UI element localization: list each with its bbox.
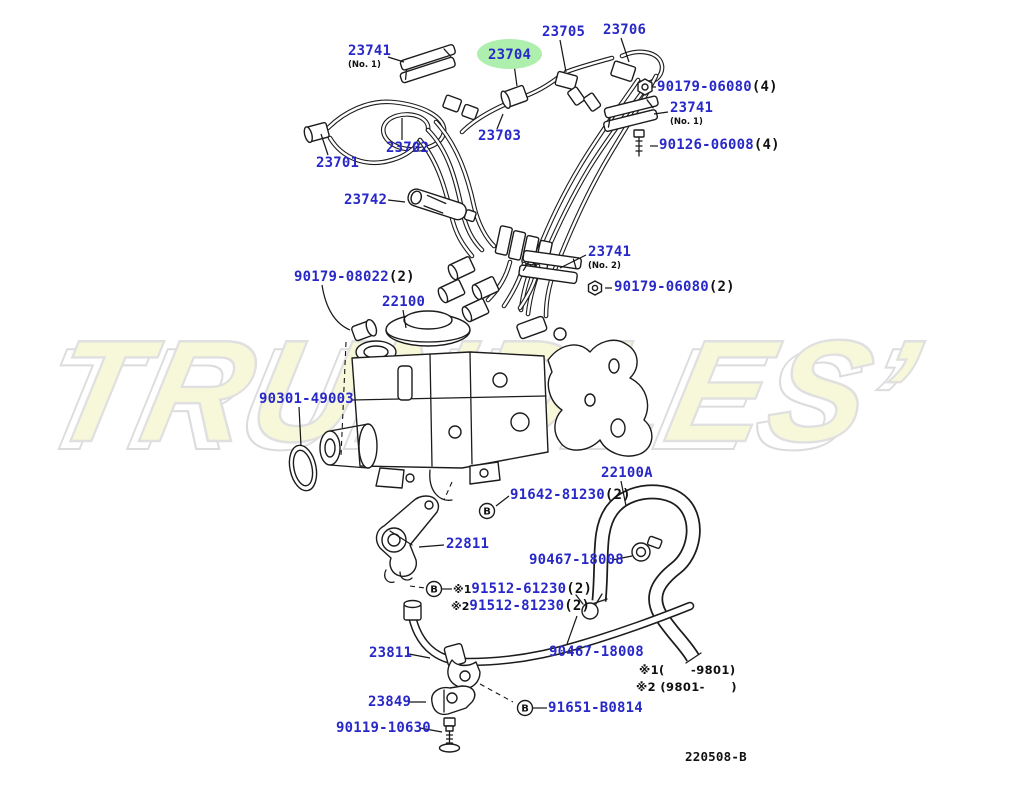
bolt-90119-10630	[438, 717, 461, 753]
part-qty: (4)	[753, 137, 780, 153]
part-number: 90467-18008	[529, 552, 624, 568]
part-label-23704-highlighted[interactable]: 23704	[477, 39, 543, 69]
part-note: (No. 1)	[670, 117, 703, 127]
pipe-damper-23742	[407, 188, 477, 223]
part-note: (No. 1)	[348, 60, 381, 70]
part-qty: (2)	[564, 598, 591, 614]
part-number: 90179-08022	[294, 269, 389, 285]
bracket-22811	[375, 495, 440, 584]
o-ring-90301-49003	[288, 444, 318, 492]
part-number: 91512-81230	[469, 598, 565, 614]
part-label-91642-81230[interactable]: 91642-81230(2)	[510, 488, 631, 502]
pipe-union-23701	[303, 121, 330, 144]
injection-pipes-left	[303, 94, 497, 259]
bracket-23849	[431, 685, 476, 716]
part-number: 90119-10630	[336, 720, 431, 736]
part-label-90126-06008[interactable]: 90126-06008(4)	[659, 138, 780, 152]
part-number: 23702	[386, 140, 430, 156]
part-label-90179-08022[interactable]: 90179-08022(2)	[294, 270, 415, 284]
part-qty: (2)	[708, 279, 735, 295]
part-label-23702[interactable]: 23702	[386, 141, 429, 155]
part-note: (No. 2)	[588, 261, 621, 271]
part-qty: (4)	[751, 79, 778, 95]
part-number: 22100A	[601, 465, 653, 481]
part-label-22100A[interactable]: 22100A	[601, 466, 653, 480]
grommet-90179-08022	[351, 318, 378, 342]
hose-clamp-90467-upper	[631, 535, 663, 562]
part-number: 23704	[488, 47, 532, 63]
figure-number: 220508-B	[685, 749, 747, 764]
part-number: 23706	[603, 22, 647, 38]
part-label-23705[interactable]: 23705	[542, 25, 585, 39]
part-label-90467-18008-lower[interactable]: 90467-18008	[549, 645, 644, 659]
part-number: 90179-06080	[614, 279, 709, 295]
part-number: 23741	[670, 100, 714, 116]
part-label-23742[interactable]: 23742	[344, 193, 387, 207]
pipe-clamp-23741-right	[603, 95, 659, 132]
part-label-90179-06080-2[interactable]: 90179-06080(2)	[614, 280, 735, 294]
part-label-23703[interactable]: 23703	[478, 129, 521, 143]
part-label-23706[interactable]: 23706	[603, 23, 646, 37]
part-number: 23705	[542, 24, 586, 40]
bolt-marker-letter: B	[483, 507, 491, 518]
bolt-marker-letter: B	[521, 704, 529, 715]
part-label-23701[interactable]: 23701	[316, 156, 359, 170]
watermark-text: TRUNDLES’	[38, 310, 933, 472]
part-label-90301-49003[interactable]: 90301-49003	[259, 392, 354, 406]
nut-90179-06080-top	[637, 78, 653, 96]
part-number: 90301-49003	[259, 391, 354, 407]
part-label-91512-61230[interactable]: ※191512-61230(2)	[453, 582, 592, 596]
nut-90179-06080-mid	[587, 280, 603, 296]
applicability-note-2: ※2 (9801- )	[636, 680, 737, 694]
part-label-91651-B0814[interactable]: 91651-B0814	[548, 701, 643, 715]
part-label-23849[interactable]: 23849	[368, 695, 411, 709]
applicability-note-1: ※1( -9801)	[639, 663, 736, 677]
ref-mark: ※2	[451, 600, 470, 613]
leader-lines	[298, 37, 669, 733]
part-label-23811[interactable]: 23811	[369, 646, 412, 660]
part-number: 23741	[588, 244, 632, 260]
part-number: 91651-B0814	[548, 700, 643, 716]
part-number: 90126-06008	[659, 137, 754, 153]
pipe-union-23706	[610, 60, 637, 82]
part-label-90179-06080-4[interactable]: 90179-06080(4)	[657, 80, 778, 94]
part-label-90119-10630[interactable]: 90119-10630	[336, 721, 431, 735]
bolt-marker-b-2: B	[425, 580, 443, 598]
pipe-union-23704	[500, 84, 529, 110]
part-number: 23741	[348, 43, 392, 59]
part-qty: (2)	[604, 487, 631, 503]
part-number: 90467-18008	[549, 644, 644, 660]
part-number: 22100	[382, 294, 426, 310]
bolt-marker-b-1: B	[478, 502, 496, 520]
part-number: 23703	[478, 128, 522, 144]
part-label-22811[interactable]: 22811	[446, 537, 489, 551]
bolt-marker-b-3: B	[516, 699, 534, 717]
part-label-23741-no1-top[interactable]: 23741 (No. 1)	[348, 44, 391, 70]
ref-mark: ※1	[453, 583, 472, 596]
part-label-23741-no1-right[interactable]: 23741 (No. 1)	[670, 101, 713, 127]
part-number: 23742	[344, 192, 388, 208]
part-number: 91642-81230	[510, 487, 605, 503]
part-number: 23701	[316, 155, 360, 171]
bolt-90126-06008	[633, 129, 645, 157]
part-qty: (2)	[388, 269, 415, 285]
pipe-clamp-23741-top	[399, 44, 456, 84]
part-number: 23811	[369, 645, 413, 661]
injection-pump-22100	[319, 310, 653, 501]
bolt-marker-letter: B	[430, 585, 438, 596]
part-number: 23849	[368, 694, 412, 710]
part-label-91512-81230[interactable]: ※291512-81230(2)	[451, 599, 590, 613]
part-number: 91512-61230	[471, 581, 567, 597]
pipe-union-23705	[554, 70, 579, 91]
pipe-end-unions	[437, 256, 500, 323]
part-number: 90179-06080	[657, 79, 752, 95]
part-number: 22811	[446, 536, 490, 552]
hose-clamp-90467-lower	[575, 593, 603, 620]
part-label-23741-no2[interactable]: 23741 (No. 2)	[588, 245, 631, 271]
part-qty: (2)	[566, 581, 593, 597]
part-label-22100[interactable]: 22100	[382, 295, 425, 309]
part-label-90467-18008-upper[interactable]: 90467-18008	[529, 553, 624, 567]
fuel-pipe-23811	[403, 599, 695, 689]
